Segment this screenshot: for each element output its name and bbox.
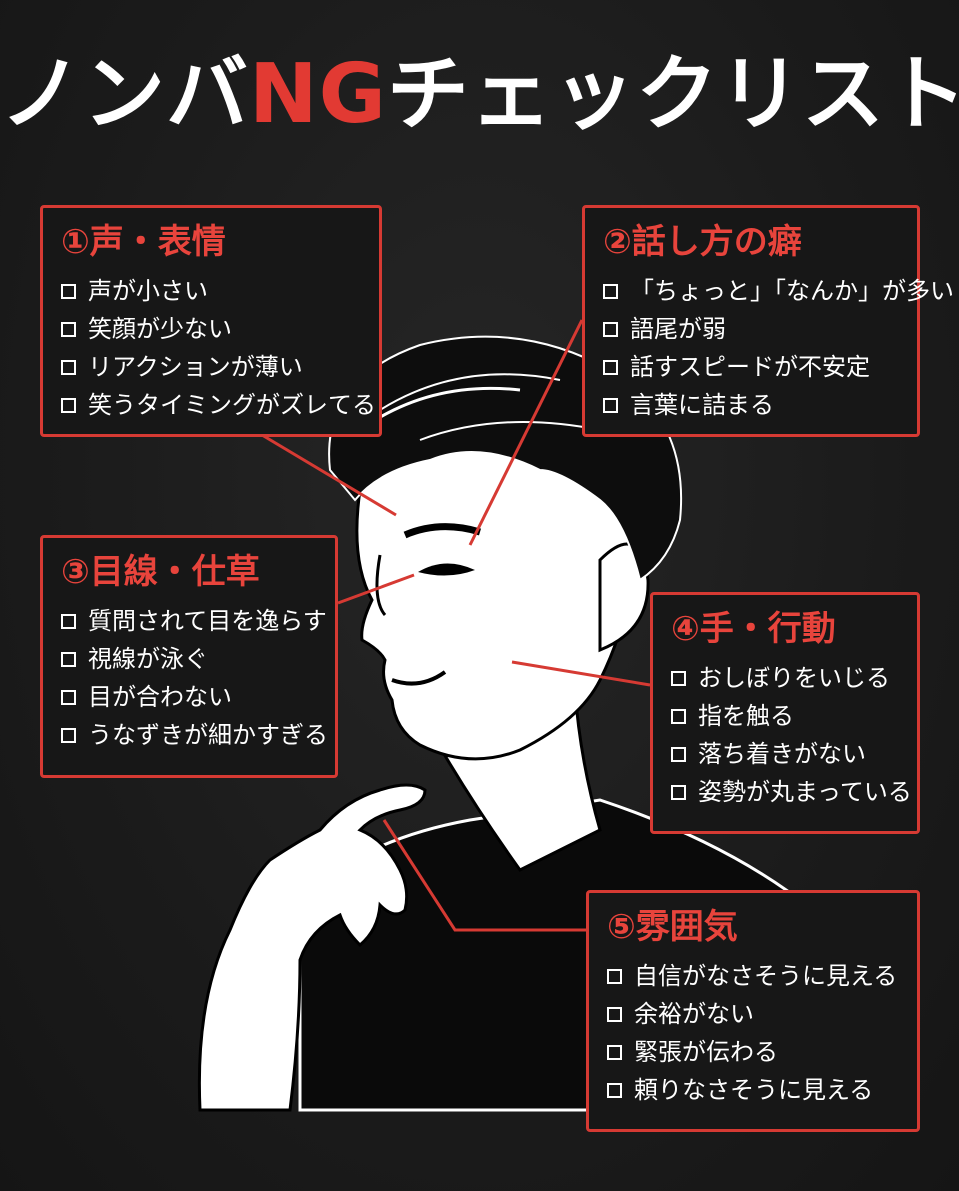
item-label: 視線が泳ぐ <box>88 645 208 673</box>
section-heading: ③目線・仕草 <box>61 552 260 592</box>
checklist: 自信がなさそうに見える 余裕がない 緊張が伝わる 頼りなさそうに見える <box>607 957 901 1109</box>
section-hands-behavior: ④手・行動 おしぼりをいじる 指を触る 落ち着きがない 姿勢が丸まっている <box>650 592 920 834</box>
item-label: 笑顔が少ない <box>88 315 232 343</box>
empty-checkbox-icon[interactable] <box>607 1082 622 1098</box>
checklist: 声が小さい 笑顔が少ない リアクションが薄い 笑うタイミングがズレてる <box>61 272 376 424</box>
item-label: 語尾が弱 <box>630 315 726 343</box>
empty-checkbox-icon[interactable] <box>61 727 76 743</box>
item-label: 言葉に詰まる <box>630 391 774 419</box>
empty-checkbox-icon[interactable] <box>603 283 618 299</box>
empty-checkbox-icon[interactable] <box>607 1044 622 1060</box>
checklist-item[interactable]: 視線が泳ぐ <box>61 640 319 678</box>
checklist-item[interactable]: 質問されて目を逸らす <box>61 602 327 640</box>
section-heading: ④手・行動 <box>671 609 836 649</box>
empty-checkbox-icon[interactable] <box>671 784 686 800</box>
section-voice-expression: ①声・表情 声が小さい 笑顔が少ない リアクションが薄い 笑うタイミングがズレて… <box>40 205 382 437</box>
checklist-item[interactable]: 語尾が弱 <box>603 310 901 348</box>
empty-checkbox-icon[interactable] <box>603 359 618 375</box>
title-part2: チェックリスト <box>386 47 959 142</box>
section-gaze-gestures: ③目線・仕草 質問されて目を逸らす 視線が泳ぐ 目が合わない うなずきが細かすぎ… <box>40 535 338 778</box>
item-label: 姿勢が丸まっている <box>698 778 912 806</box>
title-highlight: NG <box>249 47 387 142</box>
section-heading: ⑤雰囲気 <box>607 907 738 947</box>
checklist-item[interactable]: 緊張が伝わる <box>607 1033 901 1071</box>
page-title: ノンバNGチェックリスト <box>0 40 959 150</box>
empty-checkbox-icon[interactable] <box>607 1006 622 1022</box>
item-label: 笑うタイミングがズレてる <box>88 391 376 419</box>
item-label: 指を触る <box>698 702 794 730</box>
checklist-item[interactable]: うなずきが細かすぎる <box>61 716 328 754</box>
empty-checkbox-icon[interactable] <box>671 708 686 724</box>
empty-checkbox-icon[interactable] <box>671 746 686 762</box>
checklist-item[interactable]: 姿勢が丸まっている <box>671 773 912 811</box>
empty-checkbox-icon[interactable] <box>61 359 76 375</box>
item-label: うなずきが細かすぎる <box>88 721 328 749</box>
checklist: 「ちょっと」「なんか」が多い 語尾が弱 話すスピードが不安定 言葉に詰まる <box>603 272 954 424</box>
item-label: 目が合わない <box>88 683 232 711</box>
checklist-item[interactable]: 余裕がない <box>607 995 901 1033</box>
empty-checkbox-icon[interactable] <box>61 651 76 667</box>
item-label: 緊張が伝わる <box>634 1038 778 1066</box>
checklist-item[interactable]: おしぼりをいじる <box>671 659 901 697</box>
empty-checkbox-icon[interactable] <box>671 670 686 686</box>
empty-checkbox-icon[interactable] <box>603 321 618 337</box>
checklist-item[interactable]: 落ち着きがない <box>671 735 901 773</box>
section-speech-habits: ②話し方の癖 「ちょっと」「なんか」が多い 語尾が弱 話すスピードが不安定 言葉… <box>582 205 954 437</box>
item-label: 落ち着きがない <box>698 740 866 768</box>
checklist-item[interactable]: 「ちょっと」「なんか」が多い <box>603 272 954 310</box>
item-label: 声が小さい <box>88 277 208 305</box>
item-label: おしぼりをいじる <box>698 664 890 692</box>
title-part1: ノンバ <box>0 47 250 142</box>
checklist-item[interactable]: 笑顔が少ない <box>61 310 363 348</box>
empty-checkbox-icon[interactable] <box>61 397 76 413</box>
item-label: 頼りなさそうに見える <box>634 1076 874 1104</box>
section-atmosphere: ⑤雰囲気 自信がなさそうに見える 余裕がない 緊張が伝わる 頼りなさそうに見える <box>586 890 920 1132</box>
checklist-item[interactable]: 目が合わない <box>61 678 319 716</box>
empty-checkbox-icon[interactable] <box>61 613 76 629</box>
checklist-item[interactable]: 頼りなさそうに見える <box>607 1071 901 1109</box>
section-heading: ②話し方の癖 <box>603 222 802 262</box>
item-label: 余裕がない <box>634 1000 754 1028</box>
checklist-item[interactable]: 笑うタイミングがズレてる <box>61 386 376 424</box>
section-heading: ①声・表情 <box>61 222 226 262</box>
checklist-item[interactable]: 言葉に詰まる <box>603 386 901 424</box>
empty-checkbox-icon[interactable] <box>603 397 618 413</box>
checklist-item[interactable]: 話すスピードが不安定 <box>603 348 901 386</box>
checklist: おしぼりをいじる 指を触る 落ち着きがない 姿勢が丸まっている <box>671 659 912 811</box>
empty-checkbox-icon[interactable] <box>61 321 76 337</box>
checklist: 質問されて目を逸らす 視線が泳ぐ 目が合わない うなずきが細かすぎる <box>61 602 328 754</box>
checklist-item[interactable]: リアクションが薄い <box>61 348 363 386</box>
checklist-item[interactable]: 自信がなさそうに見える <box>607 957 901 995</box>
empty-checkbox-icon[interactable] <box>607 968 622 984</box>
item-label: リアクションが薄い <box>88 353 303 381</box>
checklist-item[interactable]: 指を触る <box>671 697 901 735</box>
item-label: 話すスピードが不安定 <box>630 353 870 381</box>
item-label: 質問されて目を逸らす <box>88 607 327 635</box>
item-label: 自信がなさそうに見える <box>634 962 898 990</box>
checklist-item[interactable]: 声が小さい <box>61 272 363 310</box>
item-label: 「ちょっと」「なんか」が多い <box>630 277 954 305</box>
empty-checkbox-icon[interactable] <box>61 283 76 299</box>
empty-checkbox-icon[interactable] <box>61 689 76 705</box>
